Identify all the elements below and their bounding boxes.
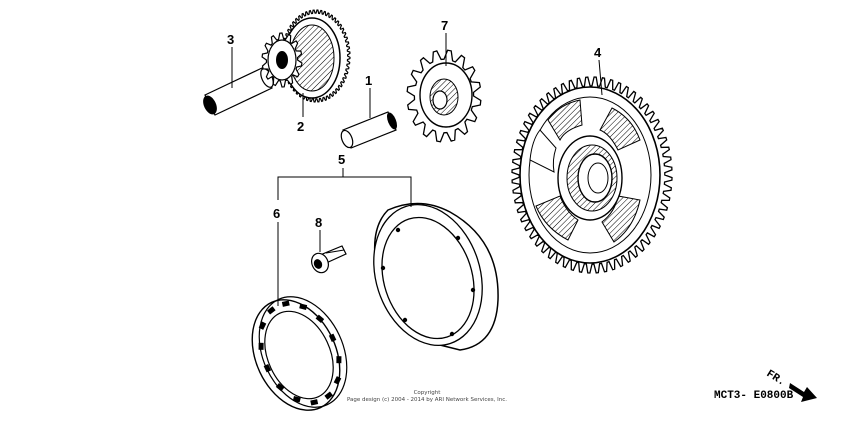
one-way-clutch-part-6[interactable] [235,283,364,424]
starter-clutch-outer-part-5[interactable] [356,190,499,359]
starter-driven-gear-part-4[interactable] [511,76,673,274]
copyright-text: Page design (c) 2004 - 2014 by ARI Netwo… [347,397,507,403]
callout-8[interactable]: 8 [315,215,322,230]
callout-1[interactable]: 1 [365,73,372,88]
idle-gear-part-7[interactable] [406,49,482,143]
reduction-gear-part-2[interactable] [261,9,351,103]
copyright-title: Copyright [414,390,442,396]
callout-2[interactable]: 2 [297,119,304,134]
callout-6[interactable]: 6 [273,206,280,221]
pin-part-1[interactable] [339,111,399,149]
bolt-part-8[interactable] [309,245,347,275]
direction-label: FR. [764,368,787,389]
callout-7[interactable]: 7 [441,18,448,33]
leader-lines [231,33,603,306]
callout-3[interactable]: 3 [227,32,234,47]
diagram-code: MCT3- E0800B [714,390,794,402]
callout-4[interactable]: 4 [594,45,602,60]
callout-5[interactable]: 5 [338,152,345,167]
pin-part-3[interactable] [200,67,275,117]
